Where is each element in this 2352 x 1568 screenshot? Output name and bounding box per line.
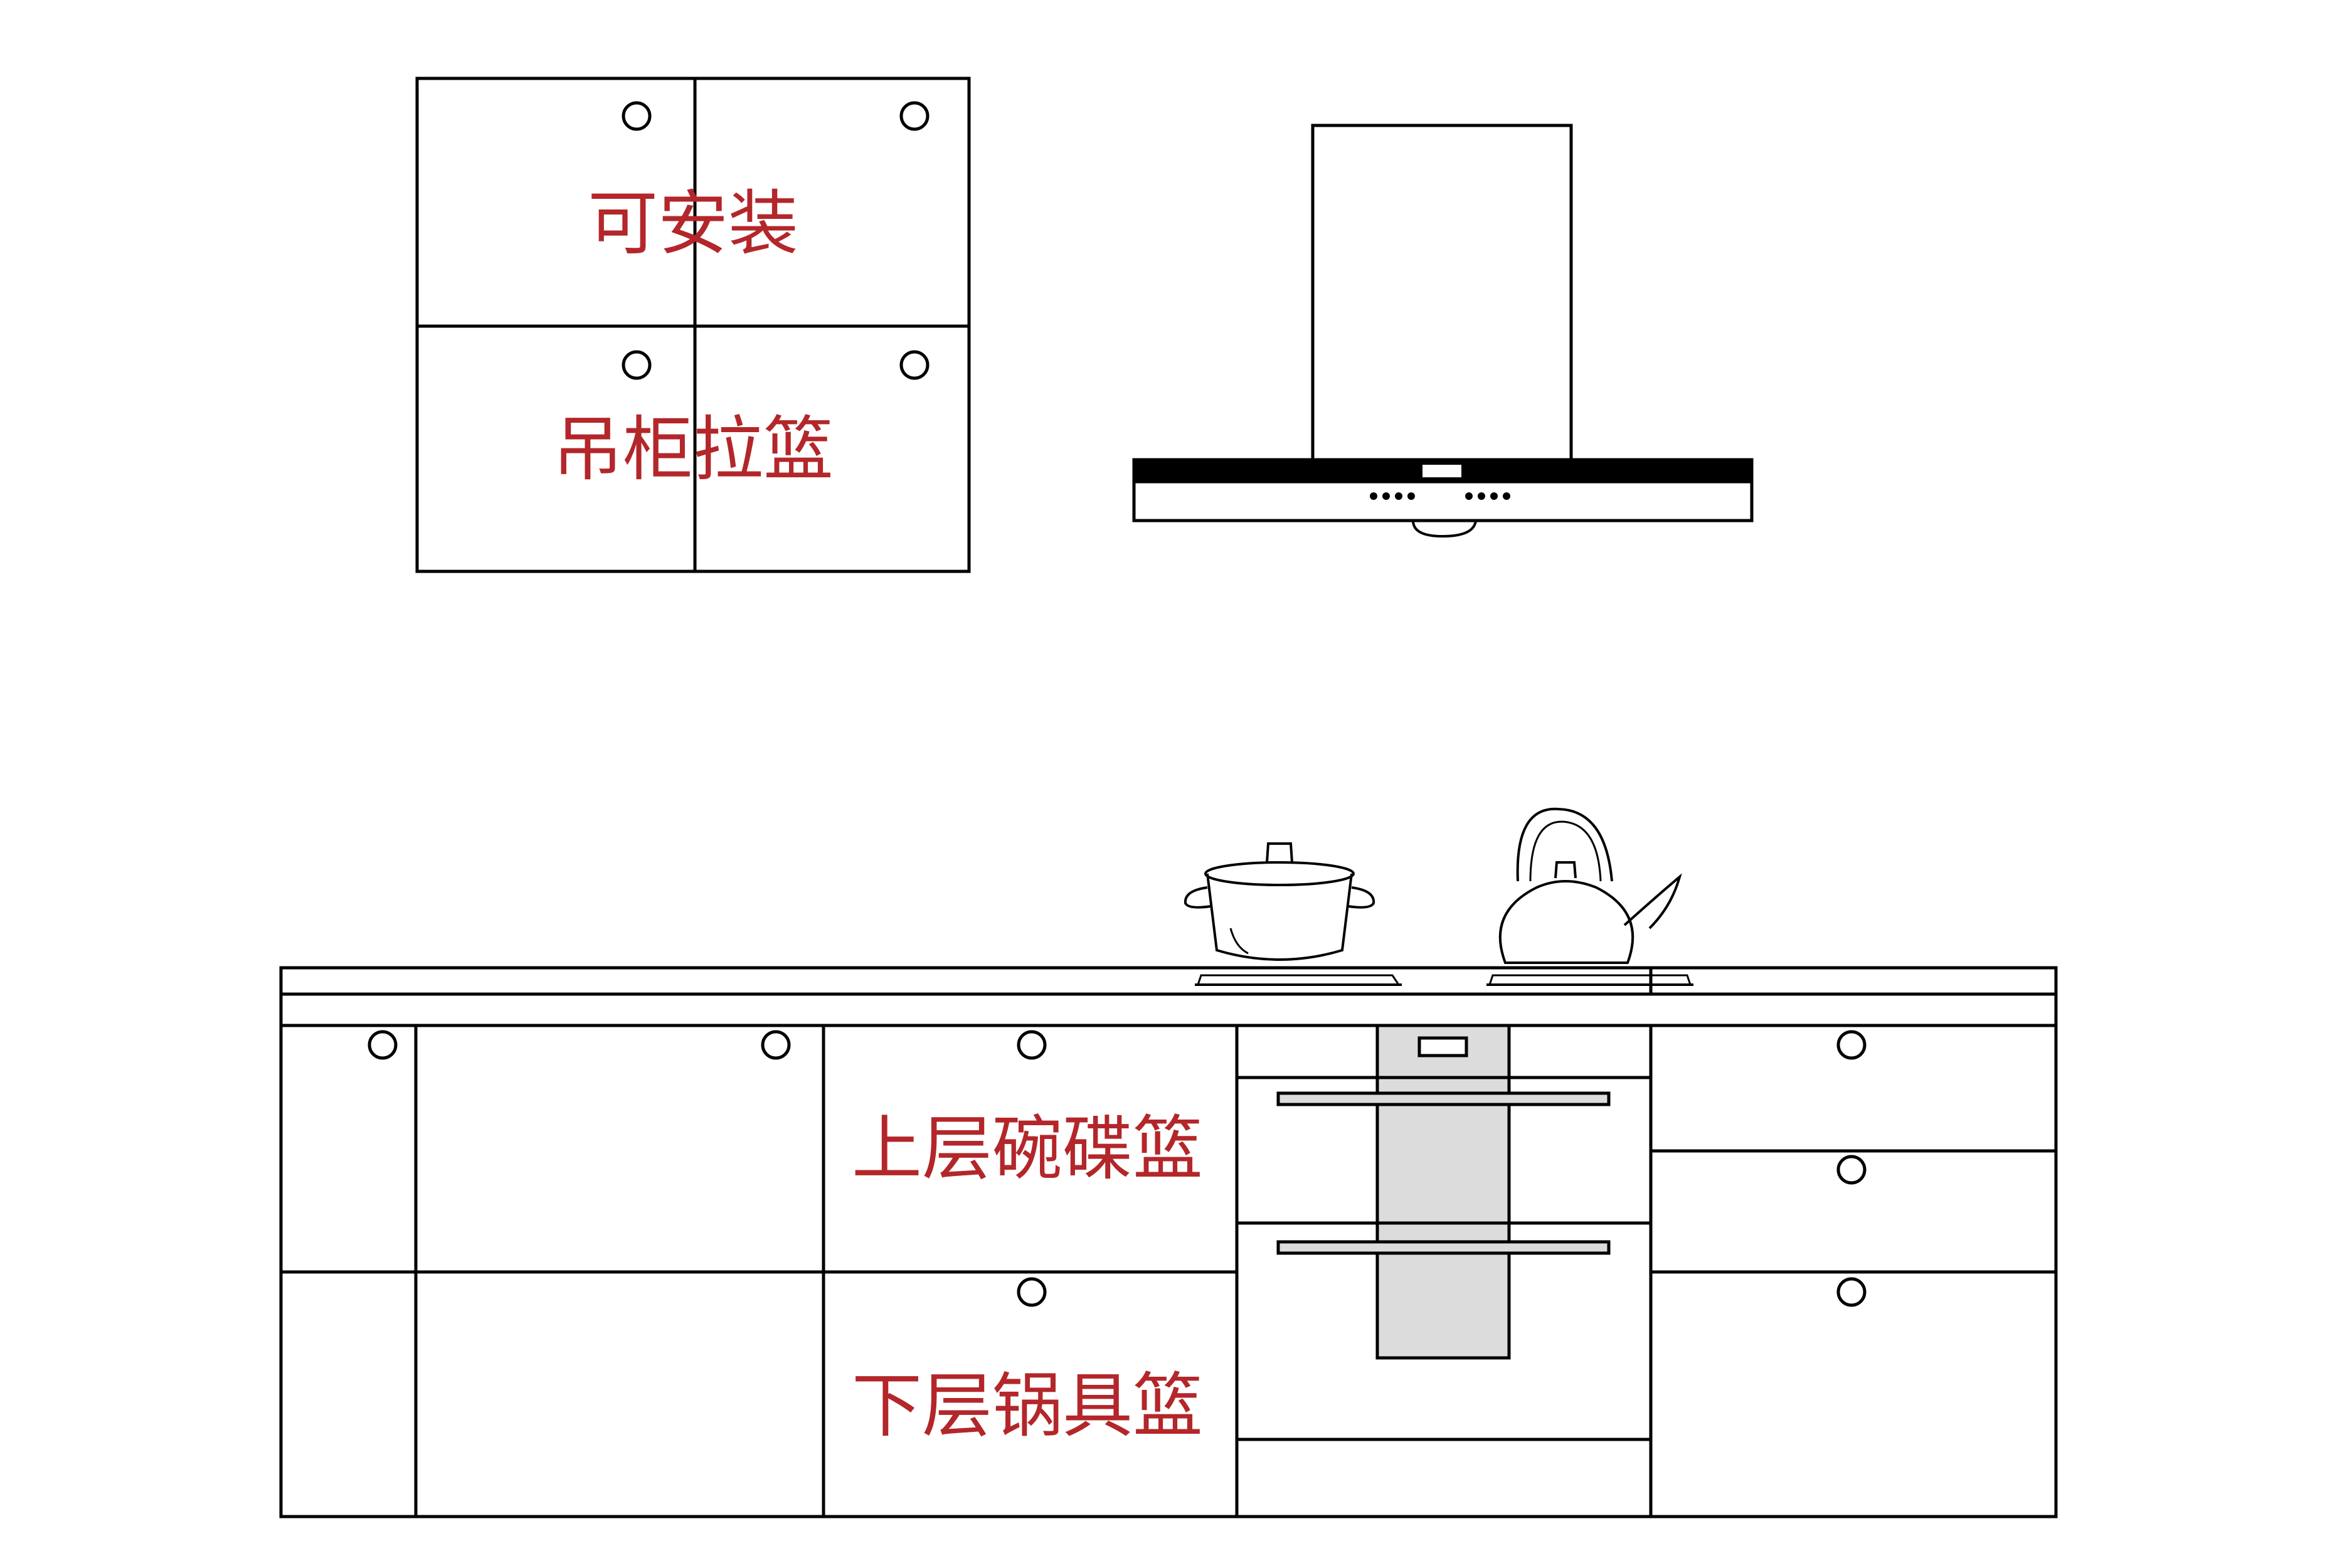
knob-icon [1836,1030,1867,1060]
oven-handle-upper[interactable] [1276,1091,1611,1106]
knob-icon [622,350,652,380]
kettle-icon [1486,807,1693,986]
oven-handle-lower[interactable] [1276,1240,1611,1255]
upper-drawer-label: 上层碗碟篮 [852,1108,1203,1190]
knob-icon [1017,1030,1047,1060]
knob-icon [899,350,930,380]
knob-icon [1017,1277,1047,1307]
lower-drawer-label: 下层锅具篮 [852,1365,1203,1447]
knob-icon [899,101,930,131]
wall-cabinet [415,77,971,573]
knob-icon [1836,1155,1867,1185]
hood-light [1412,520,1477,538]
knob-icon [761,1030,791,1060]
upper-cabinet-label-1: 可安装 [588,183,798,265]
pot-icon [1184,842,1402,986]
upper-cabinet-label-2: 吊柜拉篮 [553,409,834,490]
base-cabinet [279,966,2058,1518]
hood-buttons [1370,492,1510,500]
knob-icon [622,101,652,131]
built-in-oven [1237,1024,1651,1441]
knob-icon [368,1030,398,1060]
knob-icon [1836,1277,1867,1307]
range-hood [1132,124,1754,538]
